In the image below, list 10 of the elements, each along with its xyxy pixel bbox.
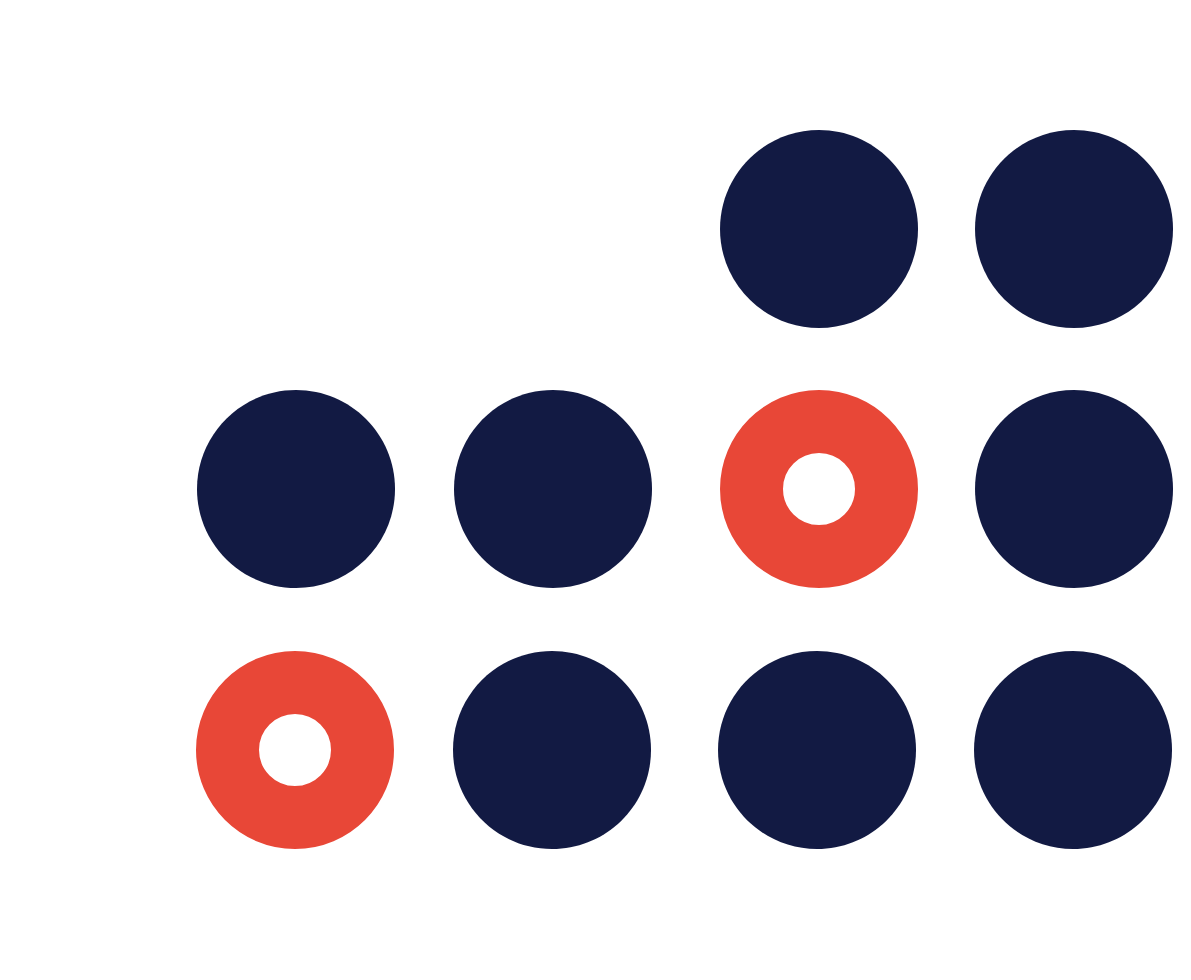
- ring: [196, 651, 394, 849]
- dot: [454, 390, 652, 588]
- dot: [718, 651, 916, 849]
- ring: [720, 390, 918, 588]
- dot: [975, 390, 1173, 588]
- dot: [197, 390, 395, 588]
- dot: [974, 651, 1172, 849]
- dot: [975, 130, 1173, 328]
- dot: [453, 651, 651, 849]
- dot: [720, 130, 918, 328]
